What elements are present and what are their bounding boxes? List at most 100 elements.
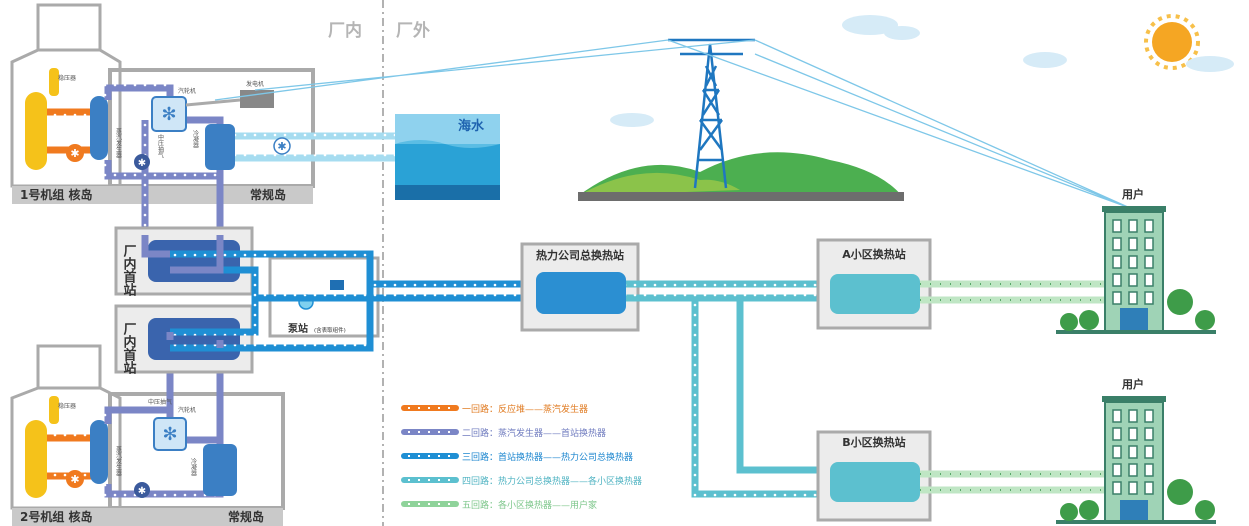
legend-text-5: 五回路：各小区换热器——用户家 <box>462 499 597 511</box>
building-window <box>1144 219 1154 233</box>
steam-generator-1 <box>90 96 108 160</box>
steam-generator-2 <box>90 420 108 484</box>
building-window <box>1128 445 1138 459</box>
district-b-exchanger <box>830 462 920 502</box>
feed-pump-1 <box>134 154 150 170</box>
legend-text-2: 二回路：蒸汽发生器——首站换热器 <box>462 427 606 439</box>
svg-text:✻: ✻ <box>161 104 176 125</box>
first-station-exchanger-1 <box>148 240 240 282</box>
heat-company-station: 热力公司总换热站 <box>520 242 640 332</box>
svg-text:✱: ✱ <box>138 158 146 169</box>
seawater-pump <box>273 137 291 155</box>
condenser-2 <box>203 444 237 496</box>
building-window <box>1112 291 1122 305</box>
reactor-pump-2 <box>66 470 84 488</box>
building-window <box>1112 445 1122 459</box>
loop2-station-link <box>141 235 224 348</box>
loop5-pipe <box>920 280 1108 494</box>
legend: 一回路：反应堆——蒸汽发生器二回路：蒸汽发生器——首站换热器三回路：首站换热器—… <box>401 403 642 511</box>
turbine-label-2: 汽轮机 <box>178 406 196 414</box>
mid-pressure-label-1: 中压抽气 <box>157 133 164 158</box>
first-station-label-2: 厂内首站 <box>121 322 137 375</box>
building-window <box>1112 463 1122 477</box>
pump-station-label: 泵站 <box>288 322 308 335</box>
seawater-tank: 海水 <box>395 114 500 200</box>
building-window <box>1112 255 1122 269</box>
svg-text:✱: ✱ <box>138 486 146 497</box>
power-lines <box>214 39 1131 209</box>
heat-company-station-label: 热力公司总换热站 <box>536 248 624 262</box>
building-window <box>1144 273 1154 287</box>
legend-text-4: 四回路：热力公司总换热器——各小区换热器 <box>462 475 642 487</box>
condenser-label-2: 冷凝器 <box>190 457 197 477</box>
building-window <box>1144 481 1154 495</box>
cloud-icon <box>610 15 1234 127</box>
building-window <box>1144 255 1154 269</box>
unit2-conventional-label: 常规岛 <box>228 509 264 524</box>
building-window <box>1128 255 1138 269</box>
building-window <box>1144 463 1154 477</box>
steam-generator-label-1: 蒸汽发生器 <box>115 127 122 159</box>
unit1-label: 1号机组 核岛 <box>20 187 93 202</box>
svg-text:✻: ✻ <box>162 424 177 445</box>
steam-generator-label-2: 蒸汽发生器 <box>115 445 122 477</box>
building-window <box>1144 237 1154 251</box>
building-window <box>1128 463 1138 477</box>
district-b-station: B小区换热站 <box>816 430 932 522</box>
zone-outside-label: 厂外 <box>396 20 430 41</box>
building-window <box>1112 273 1122 287</box>
loop4-pipes <box>626 280 830 498</box>
unit1: 1号机组 核岛 常规岛 稳压器 ✱ 蒸汽发生器 中压抽气 ✻ 汽轮机 ✱ 发电机… <box>10 3 395 235</box>
pressurizer-label-2: 稳压器 <box>58 402 76 410</box>
pressurizer-2 <box>49 396 59 424</box>
building-window <box>1144 427 1154 441</box>
reactor-vessel-1 <box>25 92 47 170</box>
building-window <box>1112 409 1122 423</box>
user-label-bottom: 用户 <box>1122 377 1144 391</box>
loop3-pipes <box>170 250 535 352</box>
reactor-pump-1 <box>66 144 84 162</box>
unit1-conventional-label: 常规岛 <box>250 187 286 202</box>
pressurizer-label-1: 稳压器 <box>58 74 76 82</box>
first-station-2: 厂内首站 <box>114 304 254 375</box>
loop4-pipe <box>626 280 830 498</box>
first-station-1: 厂内首站 <box>114 226 254 297</box>
loop1-pipe-1 <box>47 108 92 154</box>
building-window <box>1112 481 1122 495</box>
zone-inside-label: 厂内 <box>328 20 362 41</box>
mid-pressure-label-2: 中压抽气 <box>148 398 172 406</box>
generator-1 <box>240 90 274 108</box>
loop5-pipes <box>920 280 1108 494</box>
condenser-label-1: 冷凝器 <box>192 129 199 149</box>
building-window <box>1128 409 1138 423</box>
ground-strip <box>578 192 904 201</box>
building-window <box>1128 427 1138 441</box>
building-window <box>1128 219 1138 233</box>
building-windows <box>1112 219 1154 495</box>
reactor-vessel-2 <box>25 420 47 498</box>
sun-icon <box>1144 14 1200 70</box>
building-window <box>1144 445 1154 459</box>
generator-label-1: 发电机 <box>246 80 264 88</box>
svg-text:✱: ✱ <box>70 147 79 160</box>
building-window <box>1112 237 1122 251</box>
condenser-1 <box>205 124 235 170</box>
pressurizer-1 <box>49 68 59 96</box>
unit1-base <box>12 186 313 204</box>
building-window <box>1128 273 1138 287</box>
heat-company-exchanger <box>536 272 626 314</box>
seawater-label: 海水 <box>458 118 485 134</box>
turbine-label-1: 汽轮机 <box>178 87 196 95</box>
tree-icon <box>1060 289 1215 521</box>
district-a-label: A小区换热站 <box>842 247 906 261</box>
building-window <box>1112 427 1122 441</box>
pump-station-note: (含表取组件) <box>314 326 346 334</box>
feed-pump-2 <box>134 482 150 498</box>
district-a-station: A小区换热站 <box>816 238 932 330</box>
building-window <box>1144 409 1154 423</box>
building-window <box>1112 219 1122 233</box>
loop1-pipe-2 <box>47 434 92 480</box>
turbine-2 <box>153 417 187 451</box>
first-station-label-1: 厂内首站 <box>121 244 137 297</box>
